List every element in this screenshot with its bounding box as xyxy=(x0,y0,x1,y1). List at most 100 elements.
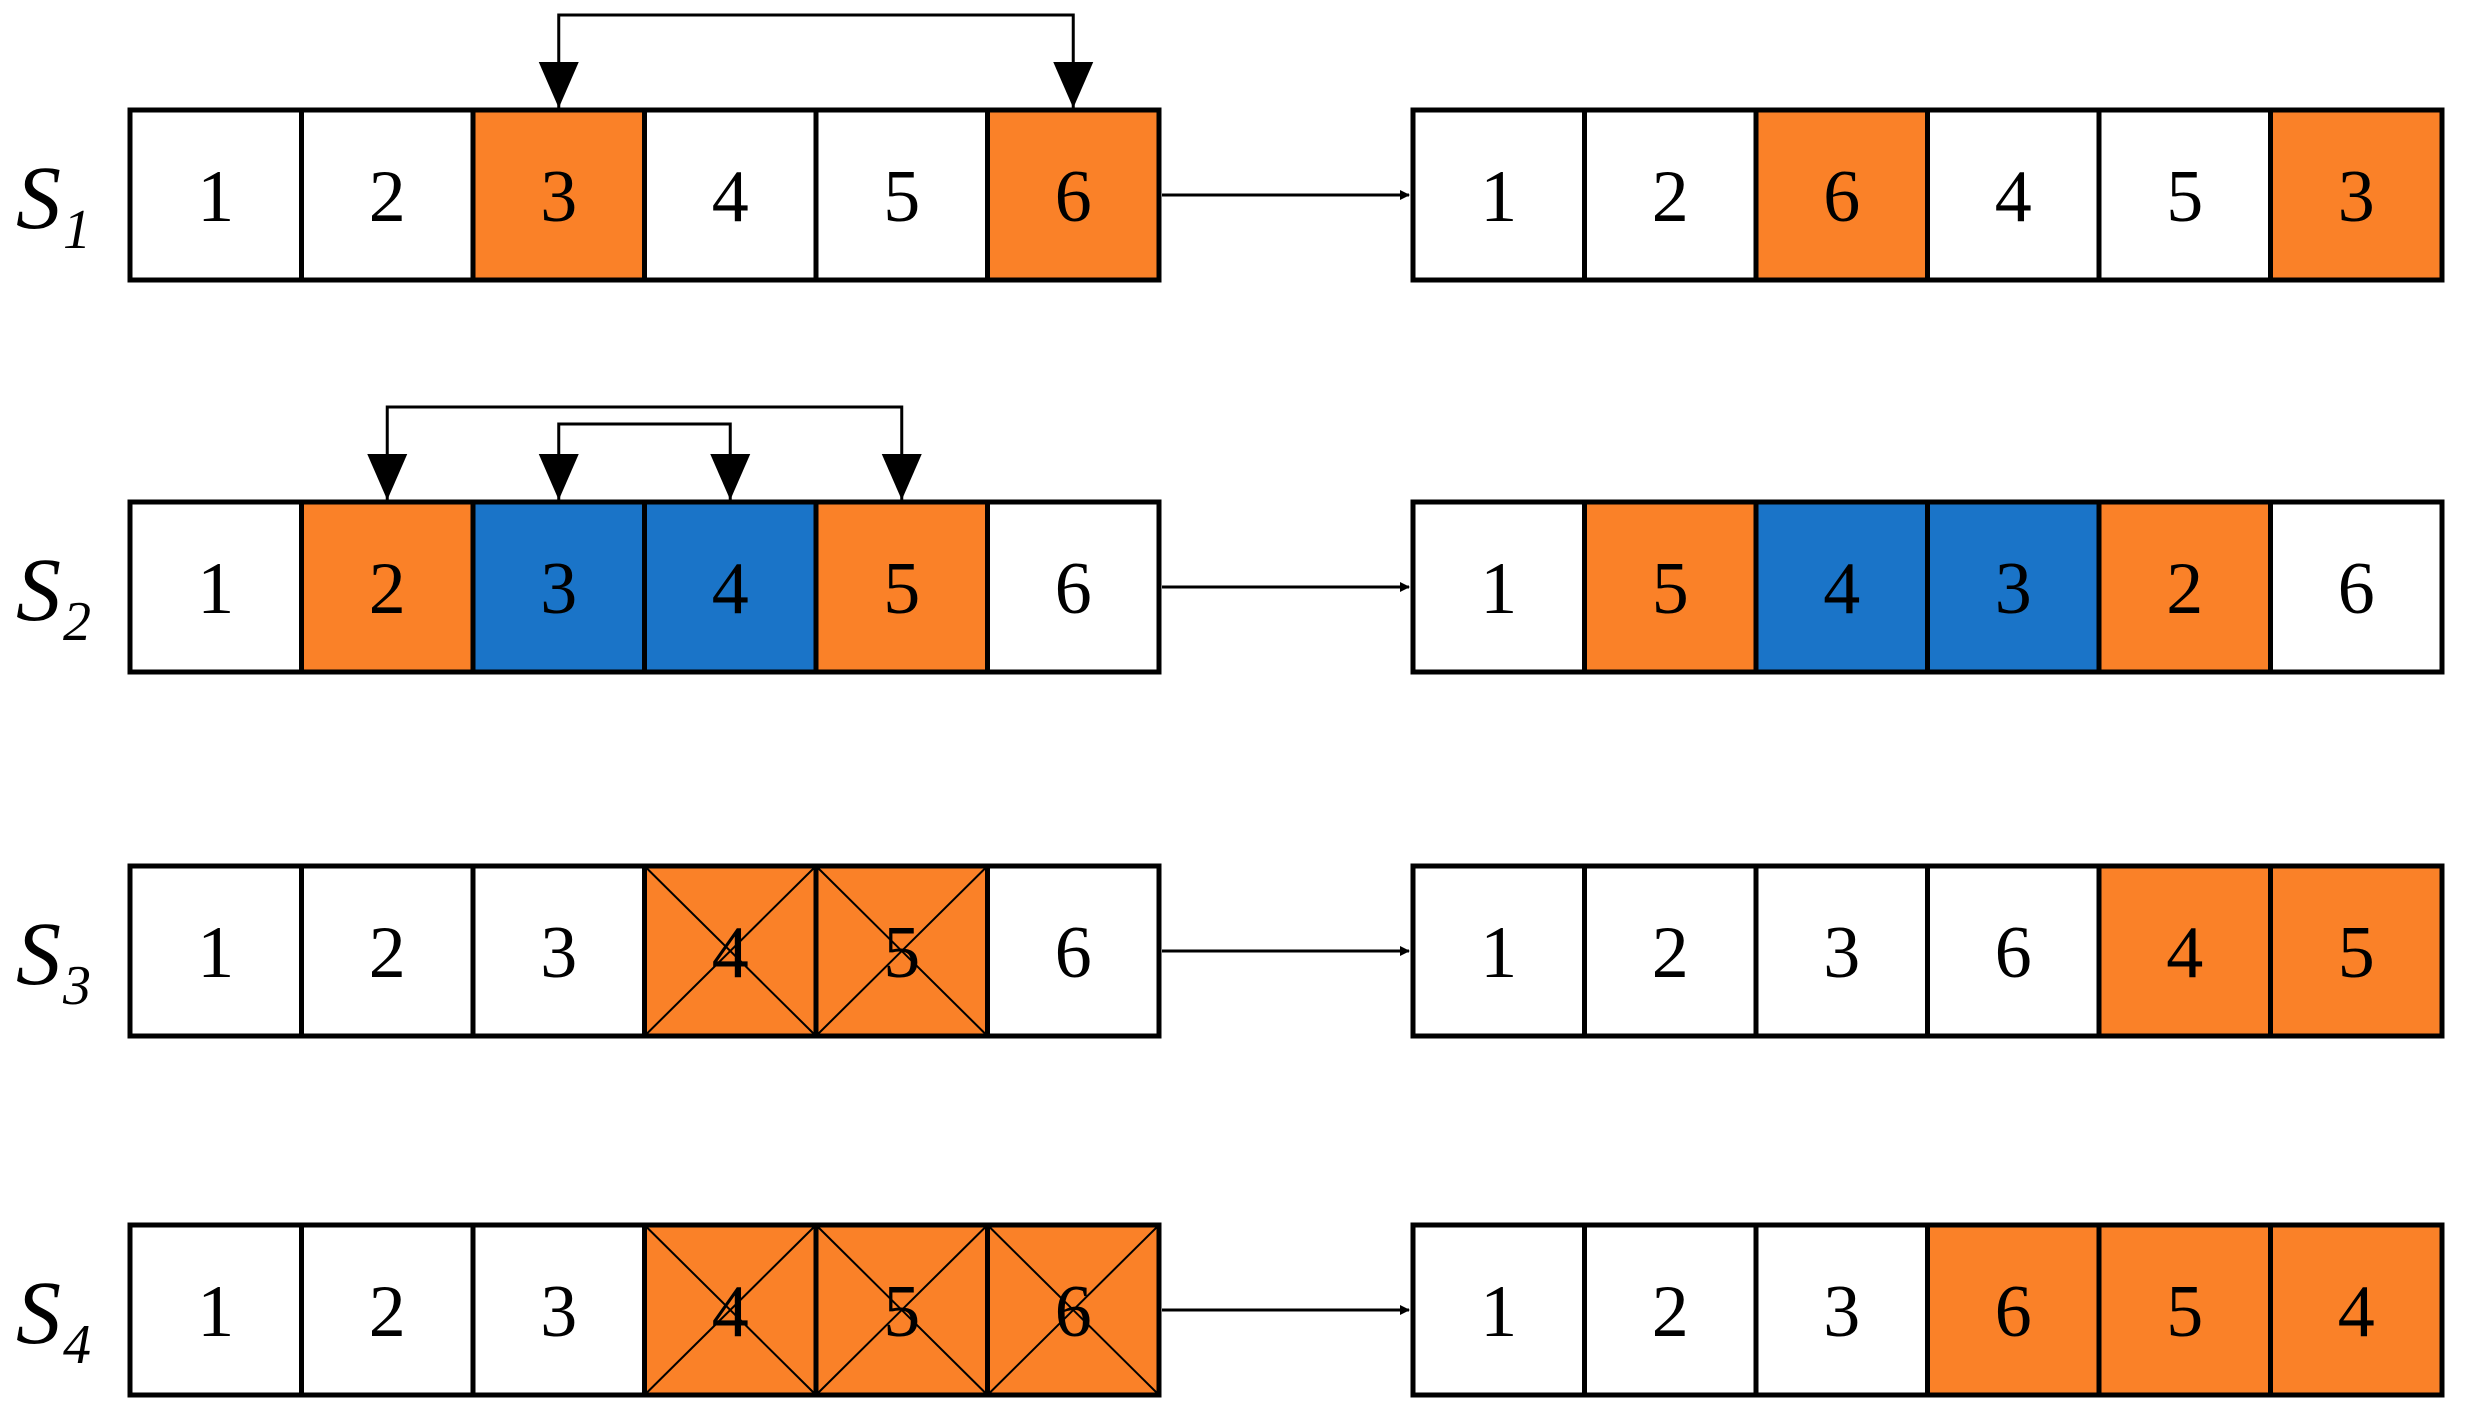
before-cell-box xyxy=(127,1222,304,1398)
before-cell-box xyxy=(299,863,476,1039)
after-cell-box xyxy=(1410,107,1587,283)
cross-line xyxy=(986,1224,1160,1396)
after-cell: 5 xyxy=(2096,1222,2273,1398)
before-cell-value: 6 xyxy=(1055,156,1092,238)
cross-line xyxy=(643,865,817,1037)
before-cell: 2 xyxy=(299,1222,476,1398)
before-cell: 6 xyxy=(985,107,1162,283)
after-cell-value: 5 xyxy=(2166,156,2203,238)
before-cell: 1 xyxy=(127,107,304,283)
after-cell-box xyxy=(1925,107,2102,283)
after-cell-box xyxy=(2268,1222,2445,1398)
before-cell-value: 4 xyxy=(712,548,749,630)
before-cell-value: 3 xyxy=(540,156,577,238)
after-cell-value: 4 xyxy=(1995,156,2032,238)
after-cell-value: 2 xyxy=(2166,548,2203,630)
after-cell: 4 xyxy=(1753,499,1930,675)
row-label-subscript: 4 xyxy=(63,1314,91,1376)
row-label: S1 xyxy=(16,149,91,261)
after-cell-box xyxy=(2096,863,2273,1039)
before-cell-value: 2 xyxy=(369,156,406,238)
after-cell-value: 2 xyxy=(1652,1271,1689,1353)
before-cell: 6 xyxy=(985,863,1162,1039)
before-cell-box xyxy=(299,107,476,283)
after-cell-value: 6 xyxy=(1995,912,2032,994)
cross-line xyxy=(643,1224,817,1396)
after-cell-box xyxy=(2268,499,2445,675)
cross-line xyxy=(815,1224,989,1396)
before-cell: 1 xyxy=(127,499,304,675)
after-cell-value: 2 xyxy=(1652,156,1689,238)
before-cell-value: 1 xyxy=(197,1271,234,1353)
after-cell-box xyxy=(1582,499,1759,675)
after-cell: 3 xyxy=(1753,1222,1930,1398)
before-cell-box xyxy=(299,499,476,675)
after-cell: 1 xyxy=(1410,107,1587,283)
before-cell: 3 xyxy=(470,1222,647,1398)
before-cell: 3 xyxy=(470,107,647,283)
after-cell: 5 xyxy=(2268,863,2445,1039)
before-cell: 2 xyxy=(299,499,476,675)
after-cell: 3 xyxy=(2268,107,2445,283)
after-cell: 6 xyxy=(2268,499,2445,675)
after-cell-box xyxy=(1753,863,1930,1039)
after-cell: 6 xyxy=(1753,107,1930,283)
after-cell: 6 xyxy=(1925,863,2102,1039)
before-cell: 3 xyxy=(470,499,647,675)
after-cell: 6 xyxy=(1925,1222,2102,1398)
after-cell-value: 2 xyxy=(1652,912,1689,994)
before-cell: 2 xyxy=(299,107,476,283)
before-cell: 1 xyxy=(127,863,304,1039)
after-cell-value: 4 xyxy=(1823,548,1860,630)
before-cell-value: 4 xyxy=(712,1271,749,1353)
swap-arrowhead xyxy=(367,454,408,500)
after-cell: 2 xyxy=(1582,1222,1759,1398)
after-cell: 2 xyxy=(2096,499,2273,675)
before-cell: 6 xyxy=(985,499,1162,675)
after-cell: 5 xyxy=(1582,499,1759,675)
after-cell: 5 xyxy=(2096,107,2273,283)
after-cell: 3 xyxy=(1925,499,2102,675)
before-cell-box xyxy=(813,107,990,283)
before-cell-box xyxy=(470,1222,647,1398)
cross-line xyxy=(815,865,989,1037)
after-cell-value: 6 xyxy=(2338,548,2375,630)
swap-connector xyxy=(557,13,1075,108)
after-cell-value: 1 xyxy=(1480,1271,1517,1353)
after-cell-value: 1 xyxy=(1480,156,1517,238)
before-cell-value: 5 xyxy=(883,1271,920,1353)
row-label-letter: S xyxy=(16,149,61,248)
after-cell: 1 xyxy=(1410,499,1587,675)
before-cell-box xyxy=(813,499,990,675)
before-cell-value: 2 xyxy=(369,912,406,994)
before-cell: 5 xyxy=(813,499,990,675)
after-cell-box xyxy=(2268,107,2445,283)
before-cell: 5 xyxy=(813,863,990,1039)
before-cell-value: 1 xyxy=(197,548,234,630)
after-cell-value: 1 xyxy=(1480,548,1517,630)
before-cell: 4 xyxy=(642,863,819,1039)
row-label-letter: S xyxy=(16,1264,61,1363)
before-cell-value: 1 xyxy=(197,912,234,994)
before-cell-value: 1 xyxy=(197,156,234,238)
before-cell: 3 xyxy=(470,863,647,1039)
before-cell-value: 6 xyxy=(1055,548,1092,630)
after-cell-value: 4 xyxy=(2338,1271,2375,1353)
after-cell-value: 6 xyxy=(1995,1271,2032,1353)
row-label: S2 xyxy=(16,541,91,653)
before-cell-value: 4 xyxy=(712,912,749,994)
after-cell-box xyxy=(1925,1222,2102,1398)
before-cell-value: 3 xyxy=(540,1271,577,1353)
after-cell-box xyxy=(1410,1222,1587,1398)
after-cell-box xyxy=(1753,499,1930,675)
row-label: S4 xyxy=(16,1264,91,1376)
